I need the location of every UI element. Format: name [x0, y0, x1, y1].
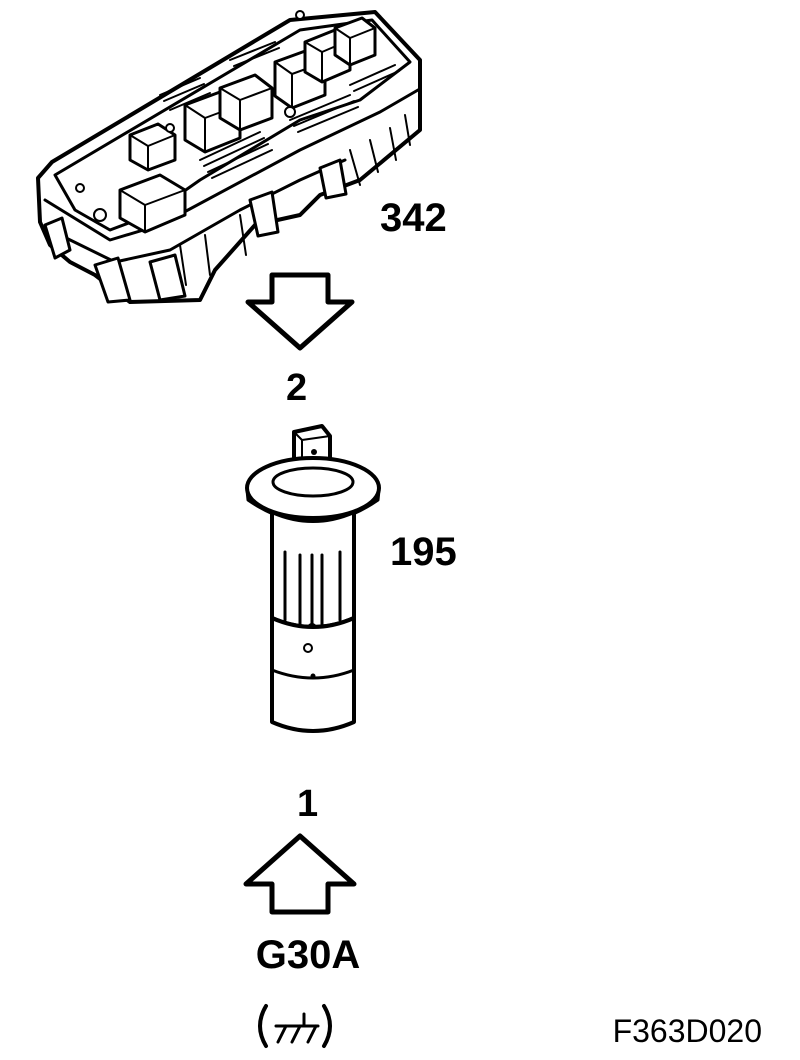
ground-symbol-icon: [258, 1004, 332, 1048]
ground-label: G30A: [256, 933, 361, 977]
fuse-box-number: 342: [380, 196, 447, 240]
pin-label-bottom: 1: [297, 783, 318, 825]
fuse-relay-box: [36, 10, 422, 304]
arrow-up-icon: [243, 833, 357, 915]
pin-label-top: 2: [286, 367, 307, 409]
figure-code: F363D020: [613, 1013, 762, 1049]
fuse-number: 195: [390, 530, 457, 574]
fuse-rows: [75, 10, 400, 222]
maxi-fuse: [245, 424, 381, 733]
relay-blocks: [118, 16, 377, 234]
arrow-down-icon: [245, 272, 355, 351]
